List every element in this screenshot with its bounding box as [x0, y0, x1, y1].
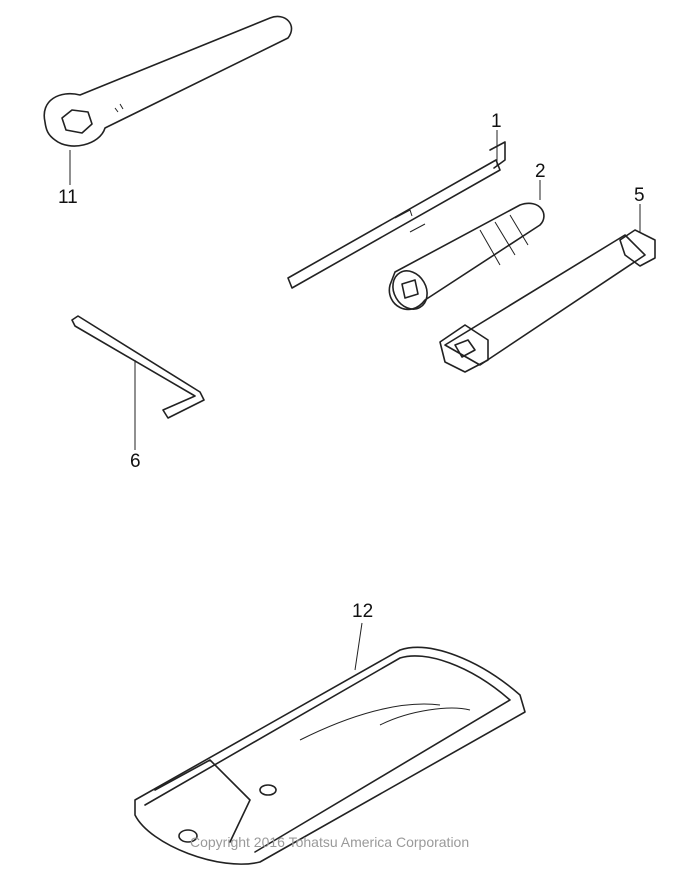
- part-label-2: 2: [535, 161, 546, 182]
- part-label-6: 6: [130, 451, 141, 472]
- part-label-12: 12: [352, 601, 374, 622]
- tool-bag-drawing: [134, 622, 526, 865]
- screwdriver-drawing: [287, 130, 506, 289]
- socket-wrench-drawing: [439, 204, 656, 373]
- part-label-5: 5: [634, 185, 645, 206]
- screwdriver-grip-drawing: [388, 180, 545, 311]
- box-wrench-drawing: [43, 15, 293, 185]
- copyright-text: Copyright 2016 Tohatsu America Corporati…: [190, 834, 470, 850]
- part-label-1: 1: [491, 111, 502, 132]
- part-label-11: 11: [58, 187, 78, 208]
- hex-key-drawing: [71, 315, 205, 450]
